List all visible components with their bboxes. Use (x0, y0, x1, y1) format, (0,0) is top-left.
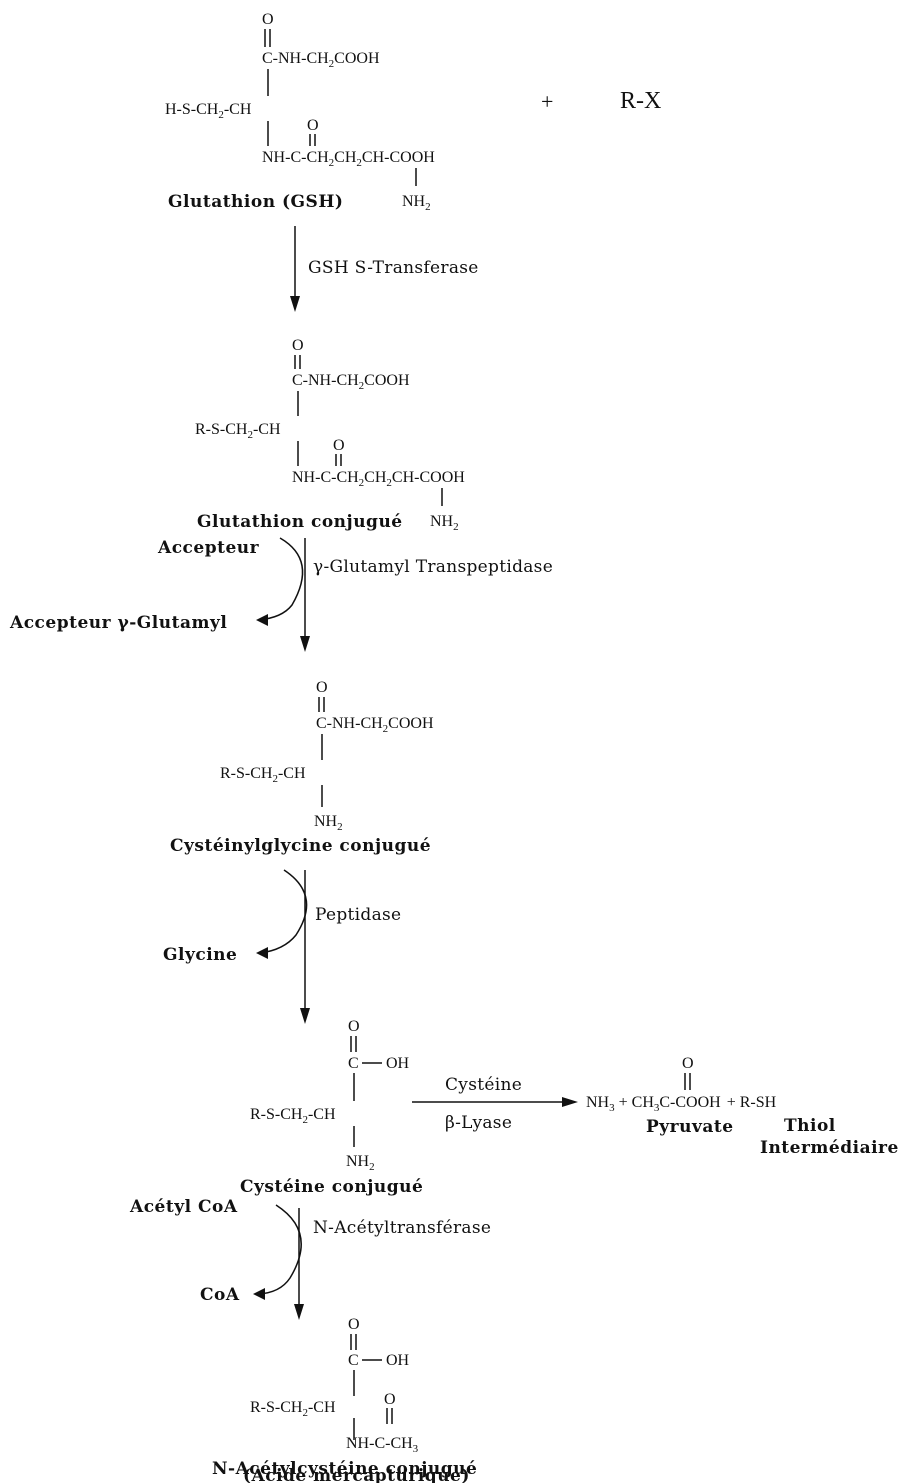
svg-text:NH-C-CH2CH2CH-COOH: NH-C-CH2CH2CH-COOH (262, 149, 435, 169)
lyase-products: NH3+CH3C-COOH+R-SH O (586, 1055, 777, 1114)
n-acetylcysteine-structure: O C OH R-S-CH2-CH O NH-C-CH3 N-Acétylcys… (212, 1316, 477, 1483)
svg-text:NH3+CH3C-COOH+R-SH: NH3+CH3C-COOH+R-SH (586, 1094, 777, 1114)
c-cooh-text: C-COOH (659, 1094, 721, 1111)
peptidase-label: Peptidase (315, 905, 401, 925)
nh3-text: NH (586, 1094, 610, 1111)
r-s-ch2-text: R-S-CH (195, 421, 248, 438)
acetyl-coa-label: Acétyl CoA (129, 1197, 238, 1217)
n-acetyltransferase-label: N-Acétyltransférase (313, 1218, 491, 1238)
intermediaire-label: Intermédiaire (760, 1138, 899, 1158)
svg-text:NH-C-CH3: NH-C-CH3 (346, 1435, 419, 1455)
svg-text:O: O (348, 1316, 360, 1333)
carbonyl-oxygen-2: O (307, 117, 319, 134)
coa-label: CoA (200, 1285, 240, 1305)
glutathion-conjugue-label: Glutathion conjugué (197, 512, 403, 532)
svg-text:R-S-CH2-CH: R-S-CH2-CH (220, 765, 306, 785)
rx-reactant: R-X (620, 88, 661, 114)
lyase-arrow (412, 1097, 578, 1107)
svg-text:C-NH-CH2COOH: C-NH-CH2COOH (262, 50, 380, 70)
svg-text:NH2: NH2 (314, 813, 343, 833)
n-acetylcysteine-label: N-Acétylcystéine conjugué (212, 1459, 477, 1479)
svg-text:NH2: NH2 (430, 513, 459, 533)
svg-text:O: O (333, 437, 345, 454)
oh-group: OH (386, 1055, 410, 1072)
thiol-label: Thiol (784, 1116, 836, 1136)
cysteinylglycine-label: Cystéinylglycine conjugué (170, 836, 431, 856)
step4-arrows (253, 1204, 304, 1320)
svg-text:O: O (316, 679, 328, 696)
svg-text:NH2: NH2 (402, 193, 431, 213)
svg-text:O: O (292, 337, 304, 354)
cysteinylglycine-structure: O C-NH-CH2COOH R-S-CH2-CH NH2 Cystéinylg… (170, 679, 434, 856)
nh-c-ch3-text: NH-C-CH (346, 1435, 413, 1452)
carbonyl-oxygen: O (262, 11, 274, 28)
glutathion-structure: O C-NH-CH2COOH H-S-CH2-CH O NH-C-CH2CH2C… (165, 11, 435, 213)
svg-text:C-NH-CH2COOH: C-NH-CH2COOH (292, 372, 410, 392)
svg-text:NH-C-CH2CH2CH-COOH: NH-C-CH2CH2CH-COOH (292, 469, 465, 489)
svg-text:R-S-CH2-CH: R-S-CH2-CH (195, 421, 281, 441)
glycine-label: Glycine (163, 945, 237, 965)
step2-arrows (256, 537, 310, 652)
glutathion-label: Glutathion (GSH) (168, 192, 343, 212)
glutamyl-transpeptidase-label: γ-Glutamyl Transpeptidase (313, 557, 553, 577)
r-sh-text: R-SH (740, 1094, 777, 1111)
nh-c-ch2-text: NH-C-CH (262, 149, 329, 166)
svg-text:H-S-CH2-CH: H-S-CH2-CH (165, 101, 252, 121)
step1-arrow (290, 226, 300, 312)
c-nh-ch2-text: C-NH-CH (262, 50, 329, 67)
svg-text:C-NH-CH2COOH: C-NH-CH2COOH (316, 715, 434, 735)
pyruvate-label: Pyruvate (646, 1117, 734, 1137)
nh2-text: NH (402, 193, 426, 210)
gsh-s-transferase-label: GSH S-Transferase (308, 258, 479, 278)
cysteine-conjugue-label: Cystéine conjugué (240, 1177, 423, 1197)
plus-sign: + (541, 89, 553, 114)
step3-arrows (256, 869, 310, 1024)
h-s-ch2-text: H-S-CH (165, 101, 219, 118)
accepteur-glutamyl-label: Accepteur γ-Glutamyl (9, 613, 227, 633)
svg-text:C: C (348, 1055, 359, 1072)
svg-text:NH2: NH2 (346, 1153, 375, 1173)
accepteur-label: Accepteur (157, 538, 260, 558)
svg-text:OH: OH (386, 1352, 410, 1369)
cysteine-lyase-label-bottom: β-Lyase (445, 1113, 512, 1133)
acide-mercapturique-label: (Acide mercapturique) (243, 1466, 470, 1483)
svg-text:C: C (348, 1352, 359, 1369)
svg-text:R-S-CH2-CH: R-S-CH2-CH (250, 1106, 336, 1126)
svg-text:O: O (682, 1055, 694, 1072)
cysteine-conjugue-structure: O C OH R-S-CH2-CH NH2 Cystéine conjugué (240, 1018, 423, 1197)
glutathion-conjugue-structure: O C-NH-CH2COOH R-S-CH2-CH O NH-C-CH2CH2C… (195, 337, 465, 533)
svg-text:O: O (384, 1391, 396, 1408)
svg-text:R-S-CH2-CH: R-S-CH2-CH (250, 1399, 336, 1419)
cysteine-lyase-label-top: Cystéine (445, 1075, 522, 1095)
svg-text:O: O (348, 1018, 360, 1035)
